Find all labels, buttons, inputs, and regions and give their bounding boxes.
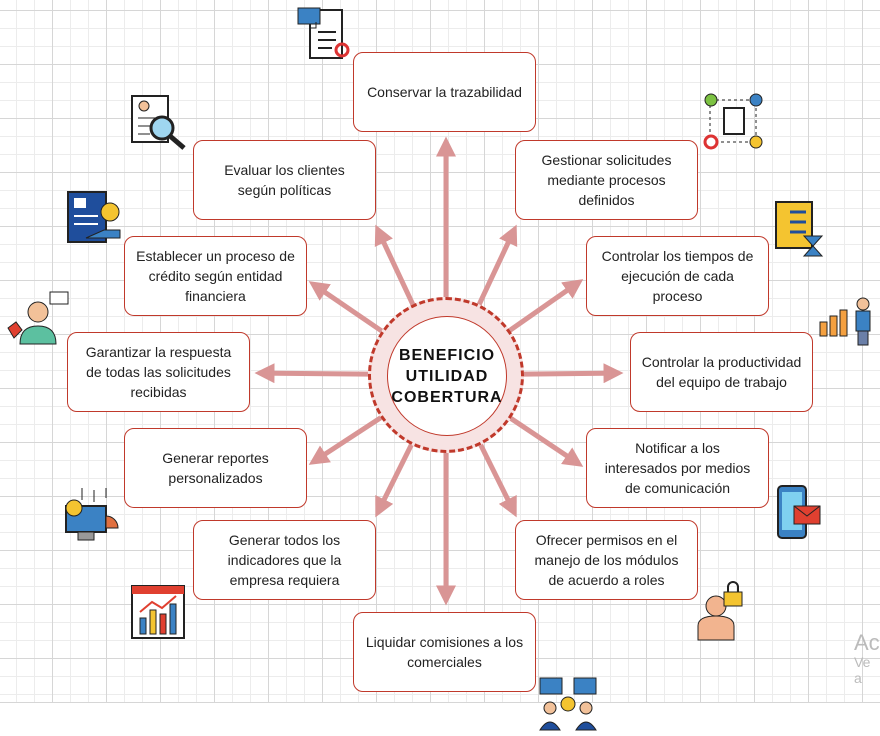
support-agent-icon	[7, 291, 69, 345]
benefit-box: Generar reportes personalizados	[124, 428, 307, 508]
arrow	[476, 224, 518, 306]
benefit-box: Conservar la trazabilidad	[353, 52, 536, 132]
benefit-box: Generar todos los indicadores que la emp…	[193, 520, 376, 600]
center-line-1: BENEFICIO	[398, 346, 496, 364]
arrow	[523, 363, 624, 384]
arrow	[308, 415, 383, 465]
benefit-box: Controlar los tiempos de ejecución de ca…	[586, 236, 769, 316]
benefit-box: Liquidar comisiones a los comerciales	[353, 612, 536, 692]
checklist-icon	[297, 7, 350, 59]
credit-document-icon	[67, 191, 121, 243]
central-hub: BENEFICIO UTILIDAD COBERTURA	[368, 297, 524, 453]
center-line-2: UTILIDAD	[405, 367, 489, 385]
mobile-mail-icon	[777, 485, 821, 539]
watermark-line-2: Ve a	[854, 654, 871, 686]
arrow	[478, 443, 517, 518]
arrow	[308, 281, 384, 334]
commission-chat-icon	[539, 677, 597, 731]
arrow	[254, 363, 369, 384]
analytics-dashboard-icon	[131, 585, 185, 639]
arrow	[375, 443, 414, 518]
workflow-icon	[703, 93, 763, 150]
arrow	[509, 416, 584, 467]
finance-report-icon	[65, 488, 119, 541]
hourglass-checklist-icon	[775, 201, 824, 257]
benefit-box: Ofrecer permisos en el manejo de los mód…	[515, 520, 698, 600]
watermark-line-1: Act	[854, 630, 880, 655]
arrow	[374, 224, 416, 306]
growth-chart-person-icon	[819, 297, 871, 346]
user-lock-icon	[697, 581, 743, 641]
benefit-box: Establecer un proceso de crédito según e…	[124, 236, 307, 316]
benefit-box: Evaluar los clientes según políticas	[193, 140, 376, 220]
center-line-3: COBERTURA	[391, 388, 503, 406]
client-search-icon	[131, 95, 186, 150]
arrow	[508, 279, 584, 333]
benefit-box: Notificar a los interesados por medios d…	[586, 428, 769, 508]
benefit-box: Controlar la productividad del equipo de…	[630, 332, 813, 412]
benefit-box: Gestionar solicitudes mediante procesos …	[515, 140, 698, 220]
benefit-box: Garantizar la respuesta de todas las sol…	[67, 332, 250, 412]
